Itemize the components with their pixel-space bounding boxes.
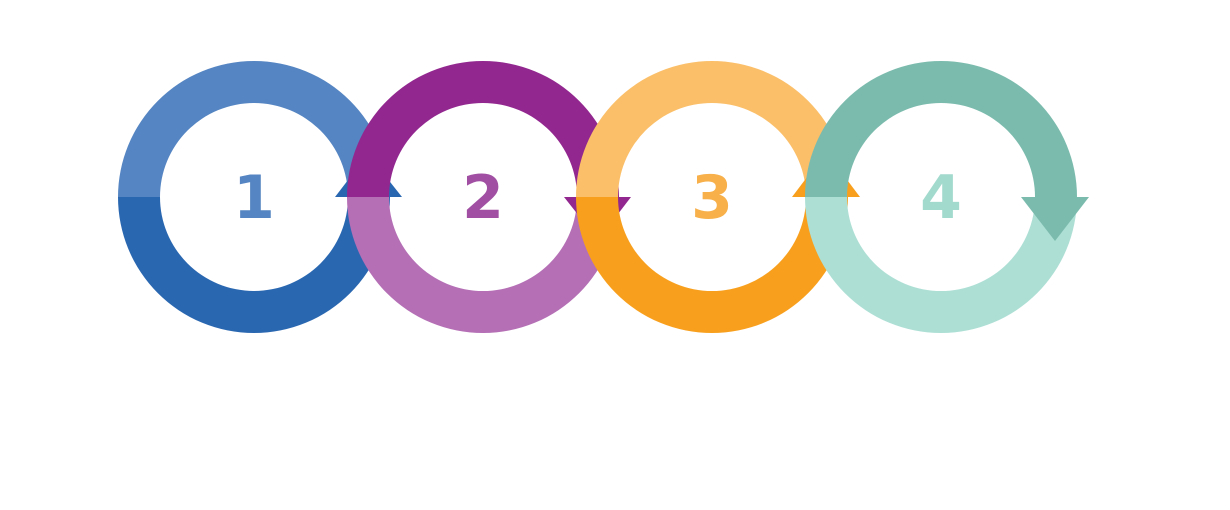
step-4-number: 4 bbox=[920, 163, 962, 233]
step-3-ring-top bbox=[576, 61, 848, 197]
step-3-number: 3 bbox=[691, 163, 733, 233]
step-4-arrow-down-icon bbox=[1021, 197, 1089, 241]
step-1-ring-top bbox=[118, 61, 390, 197]
step-2-ring-top bbox=[347, 61, 619, 197]
step-4-ring-top bbox=[805, 61, 1077, 197]
step-4-ring-bottom bbox=[805, 197, 1077, 333]
step-1-ring-bottom bbox=[118, 197, 390, 333]
step-3-ring-bottom bbox=[576, 197, 848, 333]
step-2-ring-bottom bbox=[347, 197, 619, 333]
step-2-number: 2 bbox=[462, 163, 504, 233]
step-4: 4 bbox=[805, 61, 1089, 333]
step-1-number: 1 bbox=[233, 163, 275, 233]
